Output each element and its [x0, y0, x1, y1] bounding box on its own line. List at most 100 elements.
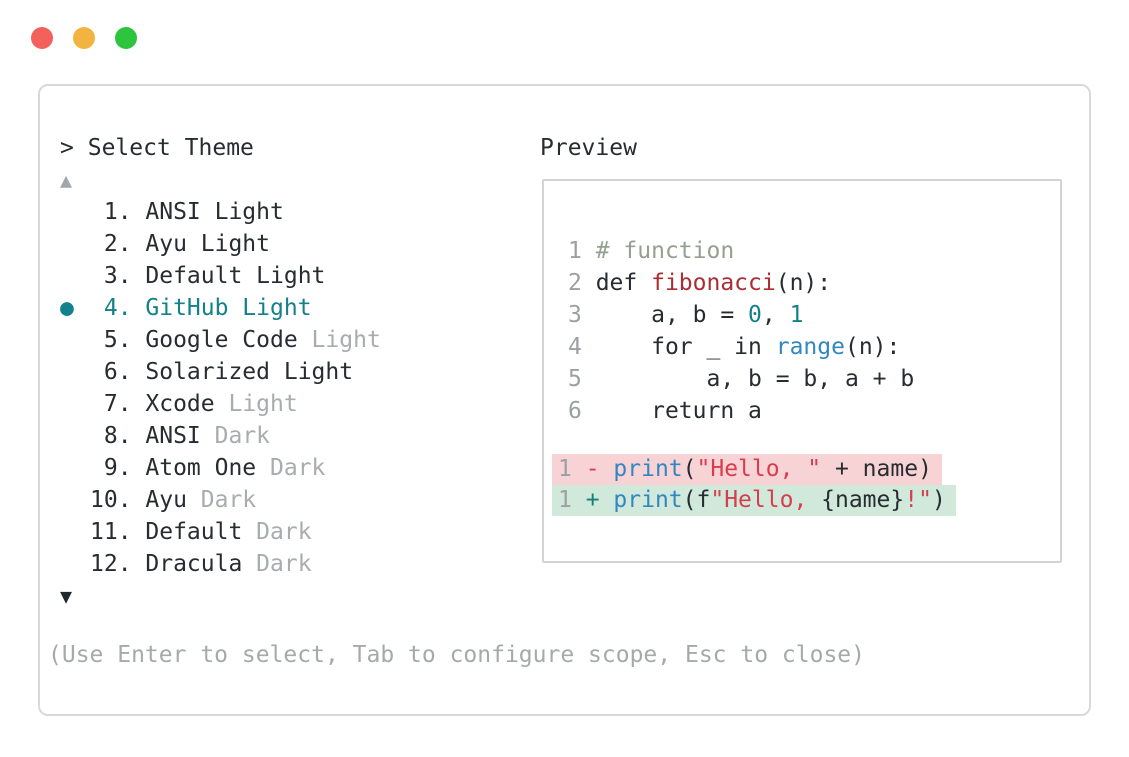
- code-token: a, b =: [595, 302, 749, 328]
- code-line: 2 def fibonacci(n):: [568, 267, 1060, 299]
- code-token: (f: [682, 487, 711, 513]
- theme-item-variant: Light: [297, 327, 381, 353]
- code-token: (: [682, 456, 697, 482]
- close-button-icon[interactable]: [31, 27, 53, 49]
- code-token: range: [775, 334, 845, 360]
- theme-list-item[interactable]: 1. ANSI Light: [60, 196, 381, 228]
- theme-list-item[interactable]: 12. Dracula Dark: [60, 548, 381, 580]
- theme-item-number: 11.: [90, 519, 132, 545]
- line-number: 5: [568, 366, 596, 392]
- theme-list-item[interactable]: 10. Ayu Dark: [60, 484, 381, 516]
- bullet-placeholder: [60, 388, 90, 420]
- diff-highlight: 1 + print(f"Hello, {name}!"): [552, 485, 956, 516]
- app-window: > Select Theme Preview ▲ 1. ANSI Light 2…: [38, 84, 1091, 716]
- theme-item-name: ANSI Light: [131, 199, 284, 225]
- bullet-placeholder: [60, 356, 90, 388]
- theme-item-number: 12.: [90, 551, 132, 577]
- line-number: 1: [558, 456, 586, 482]
- theme-item-number: 10.: [90, 487, 132, 513]
- code-token: {name}: [821, 487, 905, 513]
- bullet-placeholder: [60, 324, 90, 356]
- theme-list: 1. ANSI Light 2. Ayu Light 3. Default Li…: [60, 196, 381, 580]
- window-controls: [31, 27, 137, 49]
- line-number: 2: [568, 270, 596, 296]
- theme-item-name: Google Code: [131, 327, 298, 353]
- code-token: print: [613, 456, 683, 482]
- bullet-placeholder: [60, 484, 90, 516]
- minimize-button-icon[interactable]: [73, 27, 95, 49]
- line-number: 3: [568, 302, 596, 328]
- theme-list-item[interactable]: 9. Atom One Dark: [60, 452, 381, 484]
- diff-line-added: 1 + print(f"Hello, {name}!"): [552, 485, 1060, 516]
- theme-item-variant: Dark: [242, 519, 312, 545]
- theme-item-number: 2.: [90, 231, 132, 257]
- line-number: 6: [568, 398, 596, 424]
- code-line: 1 # function: [568, 235, 1060, 267]
- line-number: 4: [568, 334, 596, 360]
- theme-item-name: Xcode: [131, 391, 215, 417]
- code-token: def: [595, 270, 652, 296]
- code-token: ,: [761, 302, 790, 328]
- bullet-placeholder: [60, 228, 90, 260]
- code-token: "Hello,: [710, 487, 822, 513]
- theme-list-item[interactable]: 8. ANSI Dark: [60, 420, 381, 452]
- theme-item-variant: Dark: [200, 423, 271, 449]
- theme-item-name: GitHub Light: [131, 295, 312, 321]
- theme-item-name: Dracula: [131, 551, 243, 577]
- theme-item-name: Default: [131, 519, 243, 545]
- code-token: print: [613, 487, 683, 513]
- theme-list-item[interactable]: 7. Xcode Light: [60, 388, 381, 420]
- theme-item-name: ANSI: [131, 423, 201, 449]
- theme-item-name: Ayu: [131, 487, 187, 513]
- theme-list-item[interactable]: ● 4. GitHub Light: [60, 292, 381, 324]
- theme-list-item[interactable]: 2. Ayu Light: [60, 228, 381, 260]
- scroll-down-icon: ▼: [60, 584, 73, 608]
- theme-item-variant: Dark: [256, 455, 326, 481]
- line-number: 1: [568, 238, 596, 264]
- theme-item-name: Default Light: [131, 263, 326, 289]
- preview-label: Preview: [540, 135, 637, 161]
- prompt-title: Select Theme: [87, 135, 254, 161]
- theme-list-column: ▲ 1. ANSI Light 2. Ayu Light 3. Default …: [60, 164, 381, 612]
- code-token: -: [585, 456, 614, 482]
- theme-item-variant: Dark: [242, 551, 312, 577]
- code-token: "Hello, ": [696, 456, 822, 482]
- code-token: !": [904, 487, 932, 513]
- code-token: a, b = b, a + b: [595, 366, 915, 392]
- theme-item-number: 1.: [90, 199, 132, 225]
- code-token: + name): [821, 456, 932, 482]
- theme-list-item[interactable]: 5. Google Code Light: [60, 324, 381, 356]
- diff-line-removed: 1 - print("Hello, " + name): [552, 454, 1060, 485]
- theme-list-item[interactable]: 11. Default Dark: [60, 516, 381, 548]
- code-line: 6 return a: [568, 395, 1060, 427]
- zoom-button-icon[interactable]: [115, 27, 137, 49]
- code-token: for _ in: [595, 334, 776, 360]
- code-token: fibonacci: [651, 270, 776, 296]
- theme-item-variant: Light: [214, 391, 298, 417]
- theme-list-item[interactable]: 6. Solarized Light: [60, 356, 381, 388]
- theme-item-name: Ayu Light: [131, 231, 271, 257]
- hint-text: (Use Enter to select, Tab to configure s…: [48, 642, 865, 668]
- prompt-line: > Select Theme: [60, 132, 254, 164]
- code-line: 5 a, b = b, a + b: [568, 363, 1060, 395]
- theme-item-variant: Dark: [186, 487, 257, 513]
- line-number: 1: [558, 487, 586, 513]
- diff-highlight: 1 - print("Hello, " + name): [552, 454, 942, 485]
- theme-item-number: 4.: [90, 295, 132, 321]
- code-line: 4 for _ in range(n):: [568, 331, 1060, 363]
- theme-item-name: Solarized Light: [131, 359, 354, 385]
- theme-item-number: 5.: [90, 327, 132, 353]
- code-token: (n):: [844, 334, 901, 360]
- bullet-placeholder: [60, 260, 90, 292]
- code-line: 3 a, b = 0, 1: [568, 299, 1060, 331]
- code-token: +: [585, 487, 614, 513]
- code-token: # function: [595, 238, 735, 264]
- bullet-placeholder: [60, 548, 90, 580]
- code-token: 0: [748, 302, 762, 328]
- bullet-placeholder: [60, 452, 90, 484]
- theme-list-item[interactable]: 3. Default Light: [60, 260, 381, 292]
- prompt-marker: >: [60, 135, 74, 161]
- theme-item-number: 3.: [90, 263, 132, 289]
